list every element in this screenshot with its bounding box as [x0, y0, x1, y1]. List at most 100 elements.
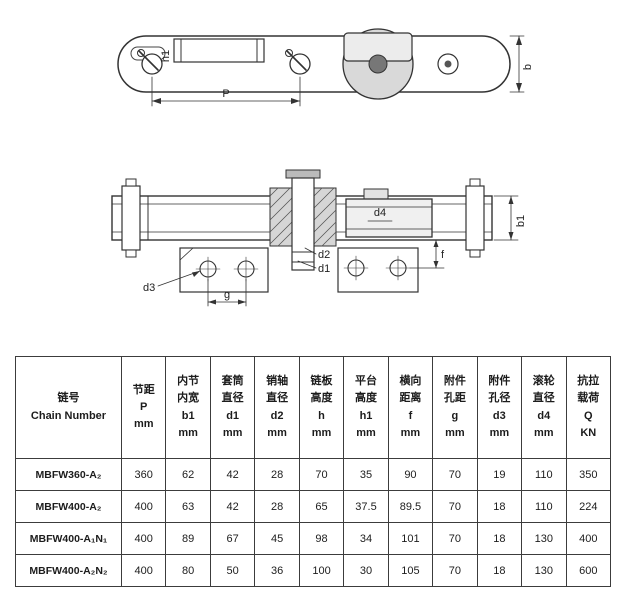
column-header-line: KN: [580, 426, 597, 439]
column-header-line: 链号: [57, 392, 80, 405]
column-header-line: 节距: [132, 383, 155, 396]
column-header-line: 直径: [221, 392, 244, 405]
column-header: 链号 Chain Number: [15, 356, 122, 459]
value-cell: 34: [343, 522, 389, 555]
column-header-line: P: [140, 400, 148, 413]
value-cell: 42: [209, 490, 256, 523]
column-header: 滚轮直径 d4 mm: [521, 356, 567, 459]
value-cell: 35: [343, 458, 389, 491]
value-cell: 63: [165, 490, 211, 523]
column-header-line: 附件: [443, 375, 466, 388]
value-cell: 62: [165, 458, 211, 491]
top-view-drawing: h1 P b: [117, 28, 534, 107]
value-cell: 18: [476, 554, 523, 587]
value-cell: 110: [521, 490, 567, 523]
column-header: 链板高度 h mm: [298, 356, 345, 459]
value-cell: 70: [432, 554, 478, 587]
column-header-line: 链板: [310, 375, 333, 388]
dim-label-h1-top: h1: [160, 50, 172, 62]
value-cell: 28: [254, 458, 300, 491]
value-cell: 400: [565, 522, 612, 555]
column-header-line: mm: [445, 426, 465, 439]
dim-label-p: P: [222, 88, 229, 100]
column-header-line: 滚轮: [532, 375, 555, 388]
chain-number-cell: MBFW400-A₂N₂: [15, 554, 122, 587]
dim-label-d2: d2: [318, 249, 330, 261]
column-header-line: 载荷: [577, 392, 600, 405]
value-cell: 90: [387, 458, 434, 491]
value-cell: 350: [565, 458, 612, 491]
value-cell: 400: [120, 554, 167, 587]
technical-drawing: h1 P b: [111, 28, 534, 307]
column-header-line: mm: [222, 426, 243, 439]
column-header-line: mm: [534, 426, 554, 439]
dim-label-f: f: [441, 249, 445, 261]
column-header-line: mm: [178, 426, 198, 439]
dim-label-b: b: [522, 64, 534, 70]
column-header-line: 内节: [177, 375, 200, 388]
column-header-line: 直径: [266, 392, 289, 405]
column-header-line: 内宽: [177, 392, 200, 405]
value-cell: 89.5: [387, 490, 434, 523]
value-cell: 89: [165, 522, 211, 555]
column-header-line: 高度: [310, 392, 333, 405]
side-view-drawing: d2 d1 d4 d3: [111, 169, 527, 307]
column-header-line: mm: [356, 426, 376, 439]
column-header-line: h1: [359, 409, 373, 422]
value-cell: 70: [432, 490, 478, 523]
dim-label-g: g: [224, 289, 230, 301]
column-header-line: f: [408, 409, 413, 422]
value-cell: 98: [298, 522, 345, 555]
column-header-line: mm: [311, 426, 332, 439]
column-header-line: g: [451, 409, 459, 422]
column-header-line: mm: [133, 418, 154, 431]
chain-number-cell: MBFW400-A₁N₁: [15, 522, 122, 555]
column-header-line: Chain Number: [30, 409, 107, 422]
value-cell: 30: [343, 554, 389, 587]
value-cell: 70: [432, 458, 478, 491]
value-cell: 80: [165, 554, 211, 587]
value-cell: 400: [120, 522, 167, 555]
value-cell: 28: [254, 490, 300, 523]
value-cell: 18: [476, 522, 523, 555]
value-cell: 130: [521, 554, 567, 587]
value-cell: 600: [565, 554, 612, 587]
value-cell: 70: [432, 522, 478, 555]
value-cell: 101: [387, 522, 434, 555]
column-header-line: 抗拉: [577, 375, 600, 388]
column-header-line: 直径: [532, 392, 555, 405]
value-cell: 400: [120, 490, 167, 523]
column-header-line: 套筒: [221, 375, 244, 388]
value-cell: 18: [476, 490, 523, 523]
column-header-line: d1: [226, 409, 240, 422]
chain-drawing-svg: h1 P b: [111, 28, 534, 307]
value-cell: 45: [254, 522, 300, 555]
column-header-line: 平台: [354, 375, 377, 388]
dim-label-d4: d4: [374, 207, 386, 219]
value-cell: 37.5: [343, 490, 389, 523]
column-header-line: d2: [270, 409, 284, 422]
value-cell: 224: [565, 490, 612, 523]
value-cell: 50: [209, 554, 256, 587]
column-header-line: h: [318, 409, 325, 422]
value-cell: 360: [120, 458, 167, 491]
dim-label-d3: d3: [143, 282, 155, 294]
column-header-line: mm: [489, 426, 510, 439]
column-header-line: d4: [537, 409, 551, 422]
column-header-line: 附件: [488, 375, 511, 388]
column-header-line: 横向: [399, 375, 422, 388]
column-header-line: 孔径: [488, 392, 511, 405]
chain-number-cell: MBFW360-A₂: [15, 458, 122, 491]
column-header-line: mm: [267, 426, 287, 439]
value-cell: 105: [387, 554, 434, 587]
value-cell: 42: [209, 458, 256, 491]
